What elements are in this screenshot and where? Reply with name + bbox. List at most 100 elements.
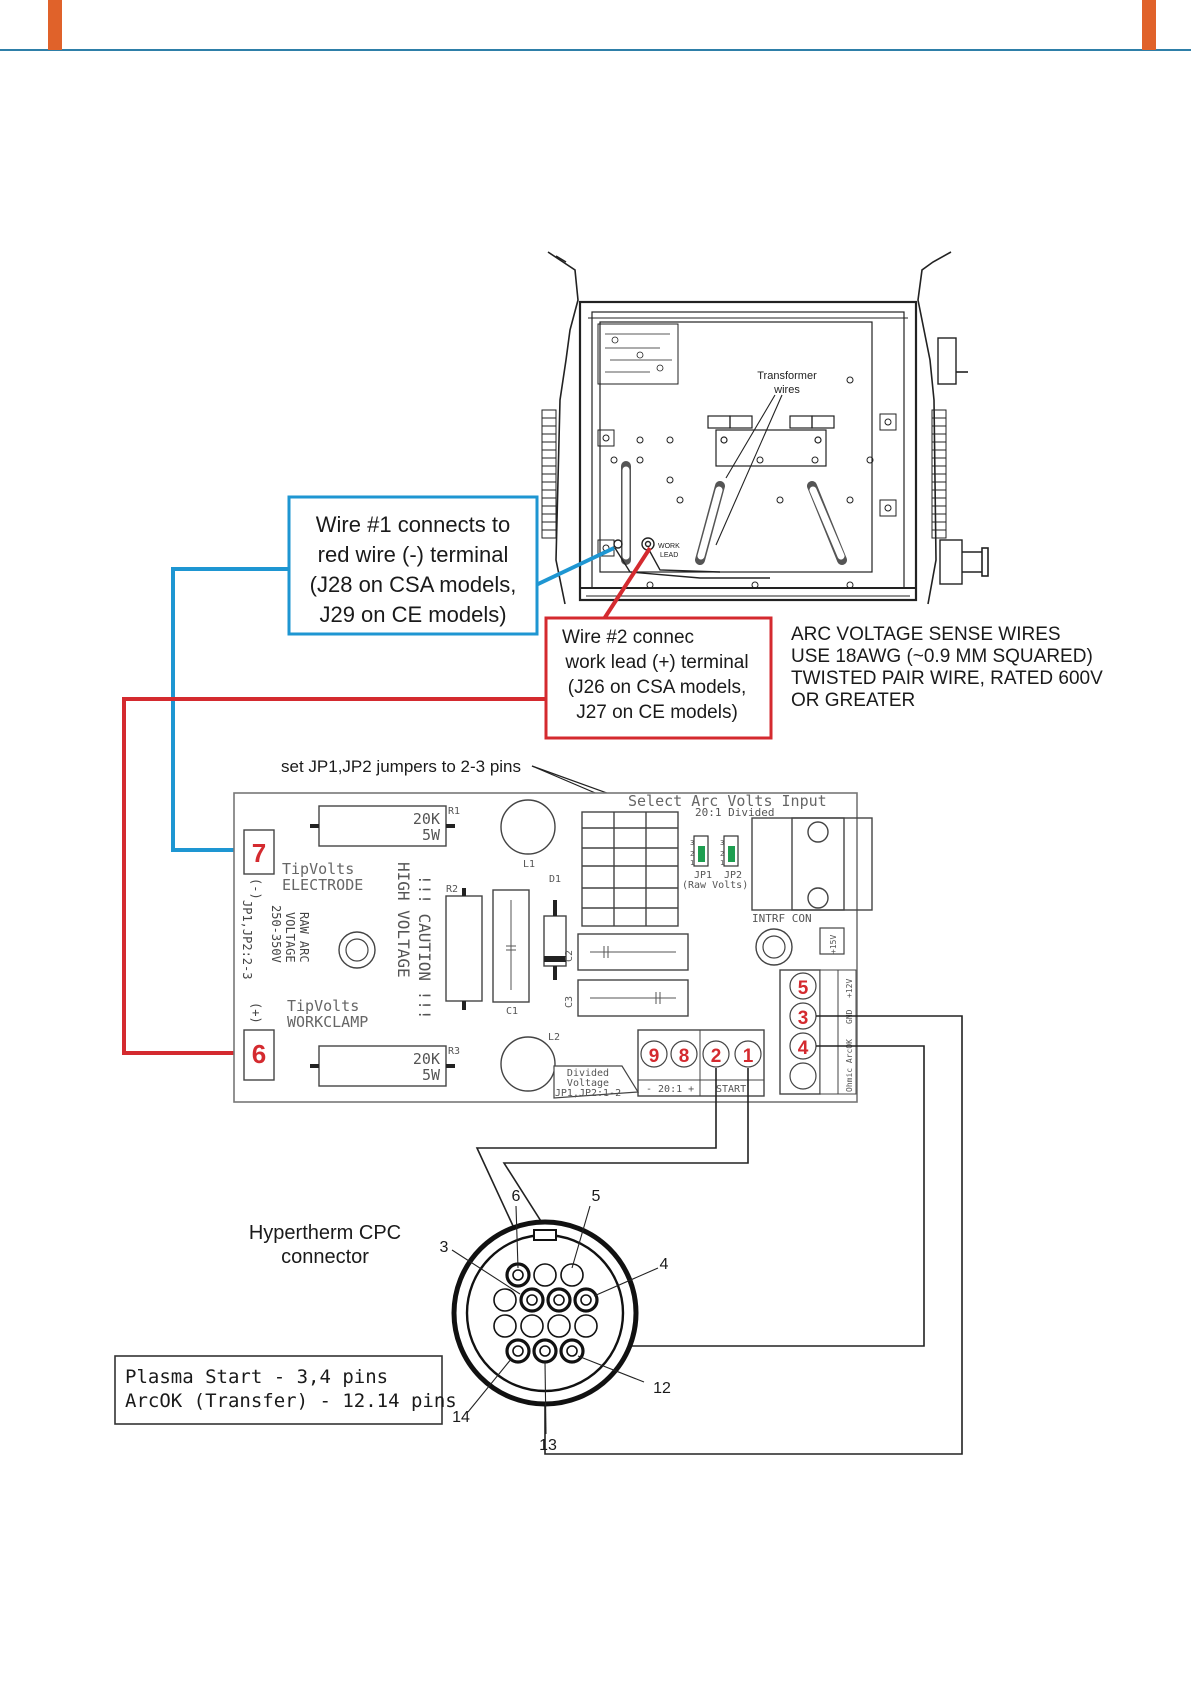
wire-terminal-4-to-pin-12 [572,1045,925,1347]
r1-value-line2: 5W [422,826,441,844]
r1-label: R1 [448,806,460,817]
callout-wire2-line1: Wire #2 connec [562,627,694,648]
inductor-l2 [500,1036,556,1092]
inductor-l1 [500,799,556,855]
plus15-block [819,927,845,955]
pin-note-line1: Plasma Start - 3,4 pins [125,1366,388,1388]
callout-wire1-line4: J29 on CE models) [319,602,506,627]
capacitor-c1: C1 [492,889,530,1017]
plasma-machine-drawing [541,251,989,605]
red-wire-to-terminal-6 [122,697,547,1055]
jumper-jp1: JP1 3 2 1 [690,835,712,881]
terminal-3: 3 [798,1008,809,1029]
plus12-label: +12V [845,979,854,998]
jumper-jp2: JP2 3 2 1 [720,835,742,881]
divided-voltage-line2: Voltage [567,1078,609,1089]
signal-wiring [475,1015,963,1455]
cpc-label-line1: Hypertherm CPC [249,1222,401,1244]
machine-rear-connector [937,337,957,385]
twenty-to-one-label: - 20:1 + [646,1084,694,1095]
arc-note-line1: ARC VOLTAGE SENSE WIRES [791,624,1061,645]
header-tab-right [1142,0,1156,50]
machine-control-pcb [597,323,679,385]
wire-terminal-2-to-pin-3 [475,1068,717,1268]
transformer-label-line1: Transformer [757,370,817,382]
c1-label: C1 [506,1006,518,1017]
red-wire-to-machine [600,546,652,624]
terminal-9: 9 [649,1046,660,1067]
terminal-7: 7 [252,838,266,868]
cpc-pin-label-14: 14 [452,1409,470,1426]
work-lead-label-line2: LEAD [660,552,678,559]
r3-label: R3 [448,1046,460,1057]
machine-right-handle [917,251,952,605]
tipvolts-electrode-line1: TipVolts [282,860,354,878]
terminal-block-bottom: 9 8 2 1 - 20:1 + START [637,1029,765,1097]
board-subtitle: 20:1 Divided [695,806,774,819]
machine-left-vents [541,409,557,539]
cpc-pin-label-6: 6 [512,1188,521,1205]
cpc-pin-leaders [451,1205,659,1435]
tipvolts-electrode-line2: ELECTRODE [282,876,363,894]
cpc-pin-label-3: 3 [440,1239,449,1256]
page-header [0,0,1191,51]
terminal-block-right: 5 3 4 +12V GND Ohmic ArcOK [779,969,857,1095]
board-title: Select Arc Volts Input [628,792,827,810]
blue-wire-to-terminal-7 [171,567,290,852]
raw-volts-label: (Raw Volts) [682,880,748,891]
machine-gas-fitting [939,539,963,585]
wire-terminal-3-to-pin-13 [544,1015,963,1455]
callout-wire1-line2: red wire (-) terminal [318,542,509,567]
caution-line1: !!! CAUTION !!! [415,875,434,1020]
arc-note-line2: USE 18AWG (~0.9 MM SQUARED) [791,646,1093,667]
pin-note-line2: ArcOK (Transfer) - 12.14 pins [125,1390,457,1412]
transformer-pointer-lines [715,394,783,546]
jp2-label: JP2 [724,870,742,881]
terminal-6-block [243,1029,275,1081]
callout-wire2-line3: (J26 on CSA models, [568,677,746,698]
cpc-pins [493,1262,599,1364]
caution-line2: HIGH VOLTAGE [394,862,413,978]
callout-wire2-line2: work lead (+) terminal [564,652,748,673]
arc-voltage-board: 7 6 TipVolts ELECTRODE TipVolts WORKCLAM… [233,792,873,1103]
c2-label: C2 [564,950,575,962]
terminal-6: 6 [252,1039,266,1069]
cpc-pin-label-4: 4 [660,1256,669,1273]
resistor-r2: R2 [445,884,483,1010]
cpc-connector: 6 5 3 4 12 14 13 [440,1188,671,1454]
cpc-key [533,1229,557,1241]
resistor-r1: 20K 5W R1 [310,805,460,847]
r1-value-line1: 20K [413,810,440,828]
l1-label: L1 [523,859,535,870]
divided-voltage-line3: JP1,JP2:1-2 [555,1088,621,1099]
callout-wire2-box [544,616,773,740]
arc-voltage-note: ARC VOLTAGE SENSE WIRES USE 18AWG (~0.9 … [791,624,1103,711]
board-minus-label: (-) [249,878,263,900]
board-plus-label: (+) [249,1002,263,1024]
jp2-pin2: 2 [720,850,724,858]
interface-connector [751,817,873,911]
jp2-pin3: 3 [720,839,724,847]
terminal-8: 8 [679,1046,690,1067]
work-lead-label-line1: WORK [658,543,680,550]
callout-wire1-box [287,495,539,636]
start-label: START [716,1084,746,1095]
raw-arc-line1: RAW ARC [297,912,311,963]
machine-inner-panel [599,321,873,573]
ohmic-arcok-label: Ohmic ArcOK [845,1039,854,1092]
capacitor-c2: C2 [564,933,689,971]
cpc-pin-label-5: 5 [592,1188,601,1205]
callout-wire1-line1: Wire #1 connects to [316,512,510,537]
terminal-5: 5 [798,978,809,999]
cpc-label-line2: connector [281,1246,369,1268]
jp1-pin2: 2 [690,850,694,858]
diode-d1: D1 [543,874,567,980]
tipvolts-workclamp-line1: TipVolts [287,997,359,1015]
callout-wire1-line3: (J28 on CSA models, [310,572,517,597]
l2-label: L2 [548,1032,560,1043]
raw-arc-line3: 250-350V [269,905,283,963]
r3-value-line1: 20K [413,1050,440,1068]
machine-left-handle [547,251,579,605]
terminal-1: 1 [743,1046,754,1067]
